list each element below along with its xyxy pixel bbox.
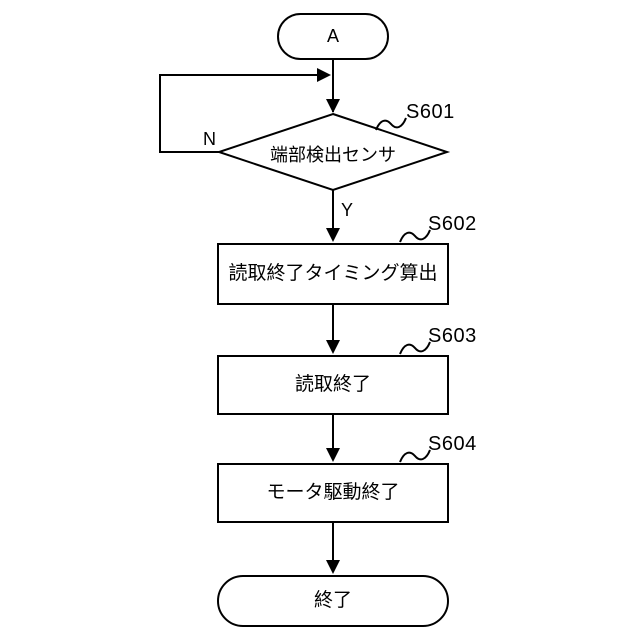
connector-no-loop xyxy=(159,74,318,153)
lead-squiggle-s604 xyxy=(399,449,431,463)
arrowhead-into-process2 xyxy=(326,340,340,354)
arrowhead-into-process3 xyxy=(326,448,340,462)
step-id-s604: S604 xyxy=(428,433,477,455)
end-terminator-node: 終了 xyxy=(217,575,449,627)
arrowhead-into-process1 xyxy=(326,228,340,242)
lead-squiggle-s601 xyxy=(375,117,407,131)
process-node-read-end-timing-calc: 読取終了タイミング算出 xyxy=(217,243,449,305)
step-id-s602: S602 xyxy=(428,213,477,235)
lead-squiggle-s603 xyxy=(399,341,431,355)
branch-no-label: N xyxy=(203,129,216,149)
process-node-read-end: 読取終了 xyxy=(217,355,449,415)
arrowhead-into-decision xyxy=(326,99,340,113)
step-id-s601: S601 xyxy=(406,101,455,123)
decision-node-label: 端部検出センサ xyxy=(270,145,396,165)
step-id-s603: S603 xyxy=(428,325,477,347)
arrowhead-into-end xyxy=(326,560,340,574)
process-node-motor-drive-end: モータ駆動終了 xyxy=(217,463,449,523)
lead-squiggle-s602 xyxy=(399,229,431,243)
start-terminator-node: A xyxy=(277,13,389,60)
arrowhead-loop-merge xyxy=(317,68,331,82)
branch-yes-label: Y xyxy=(341,200,354,220)
